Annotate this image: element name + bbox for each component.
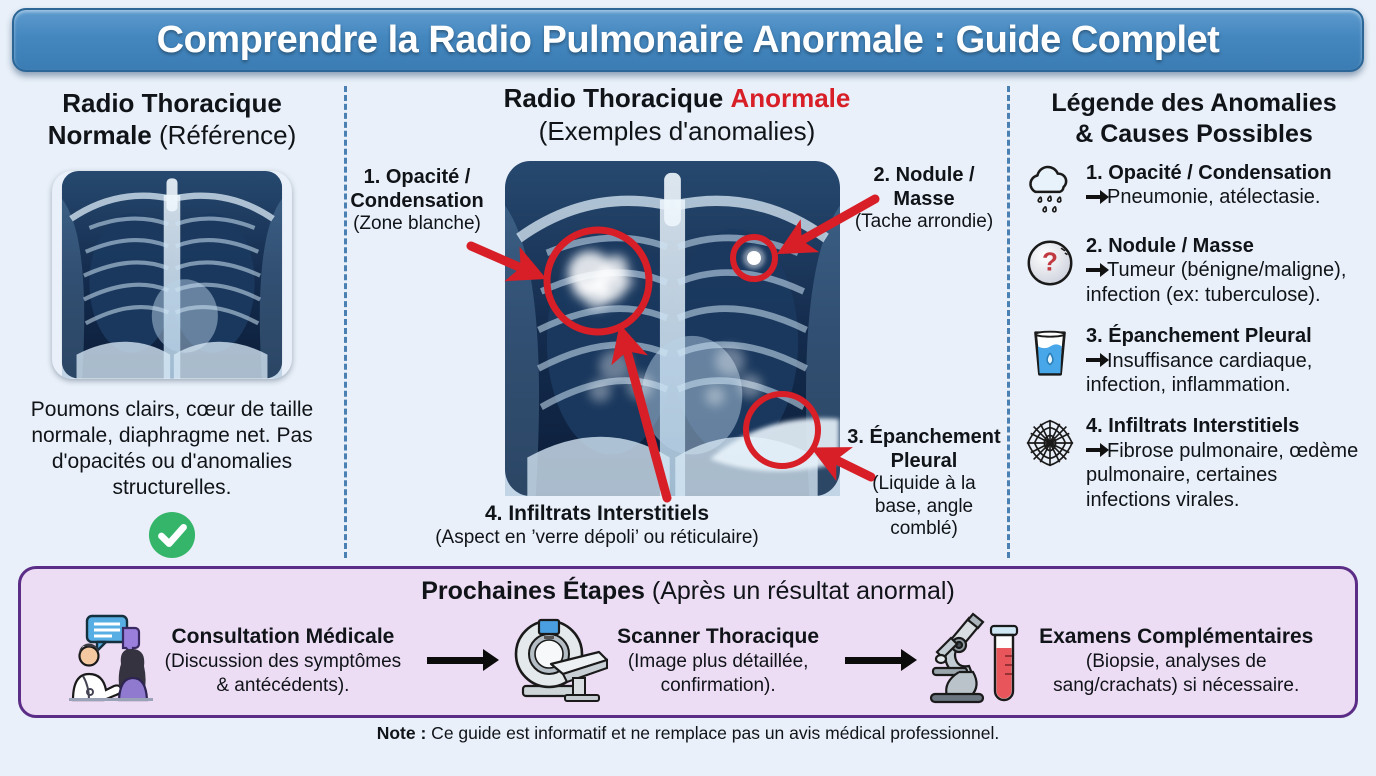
legend-item-title: 2. Nodule / Masse <box>1086 235 1254 257</box>
normal-panel-title: Radio Thoracique Normale (Référence) <box>47 88 297 150</box>
panel-abnormal-xray: Radio Thoracique Anormale (Exemples d'an… <box>347 78 1007 564</box>
annotation-effusion: 3. Épanchement Pleural (Liquide à la bas… <box>847 426 1001 539</box>
arrow-icon <box>1086 262 1109 277</box>
step-desc: (Biopsie, analyses de sang/crachats) si … <box>1053 650 1300 696</box>
page-header: Comprendre la Radio Pulmonaire Anormale … <box>12 8 1364 72</box>
legend-item-title: 3. Épanchement Pleural <box>1086 325 1312 348</box>
rain-cloud-icon <box>1022 163 1078 217</box>
next-steps-box: Prochaines Étapes (Après un résultat ano… <box>18 566 1358 718</box>
annotation-nodule: 2. Nodule / Masse (Tache arrondie) <box>854 164 994 233</box>
legend-item-desc: Tumeur (bénigne/maligne), infection (ex:… <box>1086 259 1347 306</box>
step-desc: (Discussion des symptômes & antécédents)… <box>164 650 402 696</box>
normal-chest-xray-image <box>52 171 292 378</box>
step-title: Consultation Médicale <box>171 624 395 648</box>
next-steps-title: Prochaines Étapes (Après un résultat ano… <box>421 577 955 605</box>
flow-arrow-icon <box>427 649 500 671</box>
panel-legend: Légende des Anomalies & Causes Possibles… <box>1010 78 1376 564</box>
step-consultation: Consultation Médicale (Discussion des sy… <box>63 612 402 709</box>
legend-item-effusion: 3. Épanchement Pleural Insuffisance card… <box>1022 324 1366 397</box>
panel-normal-xray: Radio Thoracique Normale (Référence) Pou… <box>0 78 344 564</box>
consultation-icon <box>63 612 159 709</box>
abnormal-chest-xray-image <box>505 161 840 496</box>
annotation-opacity: 1. Opacité / Condensation (Zone blanche) <box>350 166 484 235</box>
footer-note: Note : Ce guide est informatif et ne rem… <box>376 723 1000 743</box>
ct-scanner-icon <box>511 612 611 709</box>
legend-title: Légende des Anomalies & Causes Possibles <box>1051 89 1337 148</box>
flow-arrow-icon <box>845 649 918 671</box>
legend-item-title: 4. Infiltrats Interstitiels <box>1086 415 1300 438</box>
nodule-spot <box>747 251 761 265</box>
legend-item-desc: Pneumonie, atélectasie. <box>1086 185 1332 209</box>
divider-right <box>1007 86 1010 558</box>
legend-item-desc: Fibrose pulmonaire, œdème pulmonaire, ce… <box>1086 439 1359 511</box>
svg-text:?: ? <box>1042 247 1058 277</box>
spider-web-icon <box>1022 416 1078 470</box>
legend-item-desc: Insuffisance cardiaque, infection, infla… <box>1086 349 1313 396</box>
arrow-icon <box>1086 442 1109 457</box>
step-desc: (Image plus détaillée, confirmation). <box>627 650 809 696</box>
step-complementary-exams: Examens Complémentaires (Biopsie, analys… <box>929 612 1313 709</box>
arrow-icon <box>1086 352 1109 367</box>
legend-item-infiltrates: 4. Infiltrats Interstitiels Fibrose pulm… <box>1022 414 1366 512</box>
main-content: Radio Thoracique Normale (Référence) Pou… <box>0 78 1376 564</box>
legend-item-title: 1. Opacité / Condensation <box>1086 162 1332 184</box>
microscope-icon <box>929 612 1033 709</box>
legend-item-opacity: 1. Opacité / Condensation Pneumonie, até… <box>1022 161 1366 217</box>
divider-left <box>344 86 347 558</box>
abnormal-panel-title: Radio Thoracique Anormale (Exemples d'an… <box>503 83 851 146</box>
step-title: Scanner Thoracique <box>617 624 820 648</box>
page-title: Comprendre la Radio Pulmonaire Anormale … <box>156 18 1220 61</box>
step-ct-scan: Scanner Thoracique (Image plus détaillée… <box>511 612 819 709</box>
water-glass-icon <box>1022 326 1078 380</box>
question-ball-icon: ? <box>1022 236 1078 290</box>
annotation-infiltrates: 4. Infiltrats Interstitiels (Aspect en ’… <box>435 502 759 548</box>
arrow-icon <box>1086 189 1109 204</box>
legend-item-nodule: ? 2. Nodule / Masse Tumeur (bénigne/mali… <box>1022 234 1366 307</box>
normal-xray-description: Poumons clairs, cœur de taille normale, … <box>30 397 314 499</box>
check-icon <box>148 511 196 564</box>
step-title: Examens Complémentaires <box>1039 624 1314 648</box>
